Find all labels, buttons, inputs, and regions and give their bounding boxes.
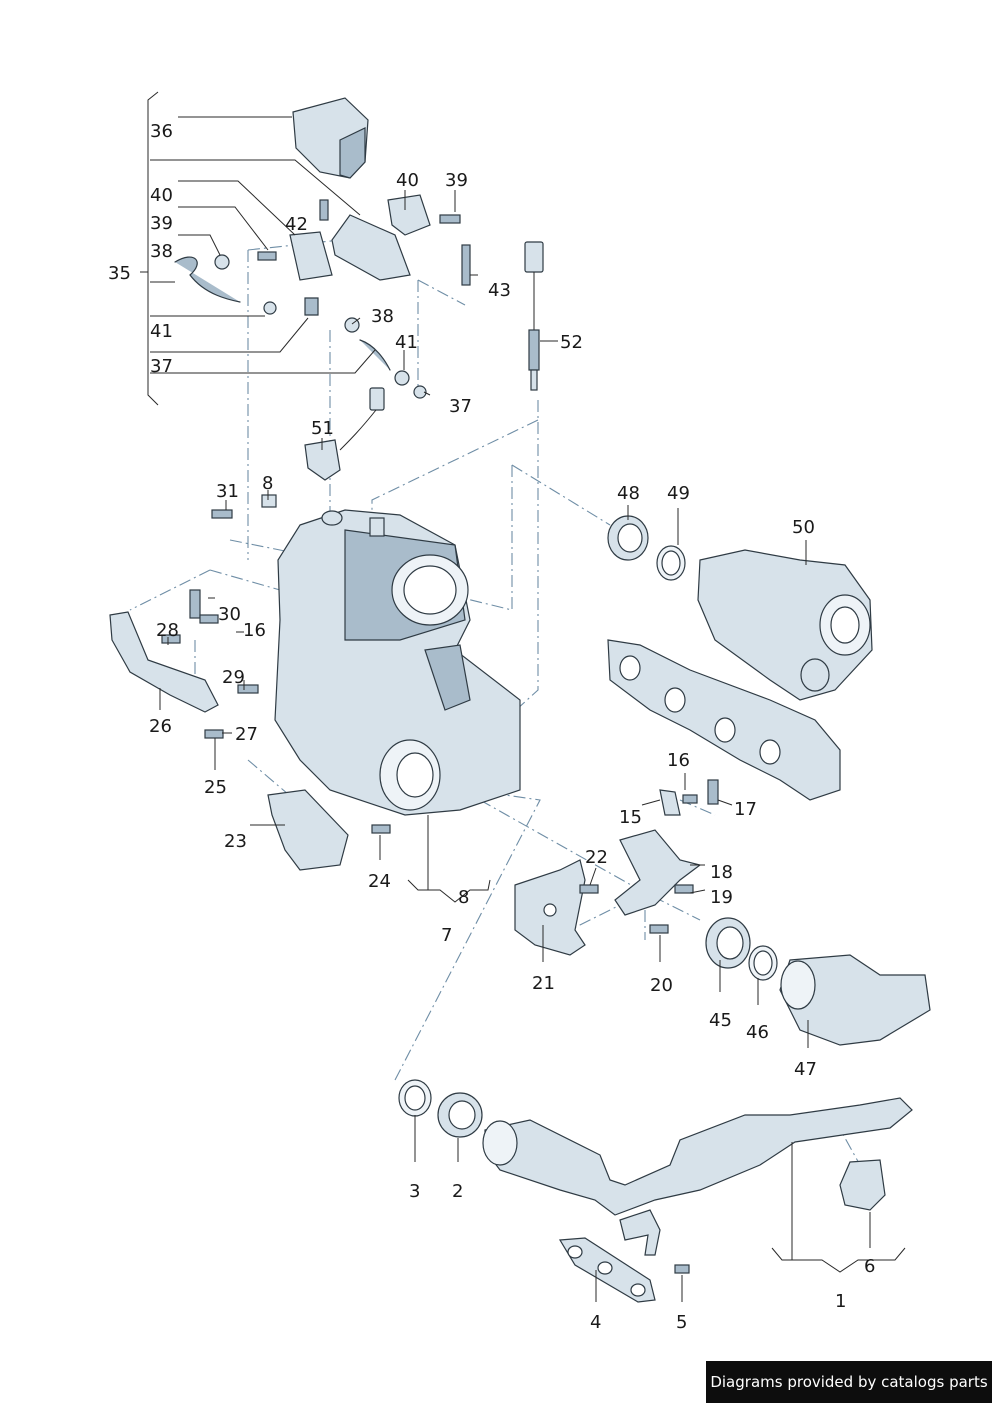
- label-43: 43: [488, 280, 511, 301]
- small-bolts: [161, 494, 694, 1274]
- label-38b: 38: [371, 306, 394, 327]
- label-2: 2: [452, 1181, 463, 1202]
- label-22: 22: [585, 847, 608, 868]
- label-46: 46: [746, 1022, 769, 1043]
- label-39: 39: [150, 213, 173, 234]
- part-52-sensor: [524, 241, 544, 391]
- label-37b: 37: [449, 396, 472, 417]
- label-40: 40: [150, 185, 173, 206]
- part-36-cover: [292, 97, 369, 179]
- label-8-top: 8: [262, 473, 273, 494]
- label-8-bottom: 8: [458, 887, 469, 908]
- label-1: 1: [835, 1291, 846, 1312]
- label-21: 21: [532, 973, 555, 994]
- leader-lines: [140, 91, 906, 1302]
- label-51: 51: [311, 418, 334, 439]
- label-30: 30: [218, 604, 241, 625]
- label-38: 38: [150, 241, 173, 262]
- part-50-turbocharger-manifold: [607, 549, 873, 801]
- label-40b: 40: [396, 170, 419, 191]
- label-5: 5: [676, 1312, 687, 1333]
- part-7-particulate-filter: [274, 509, 521, 816]
- label-26: 26: [149, 716, 172, 737]
- label-25: 25: [204, 777, 227, 798]
- label-50: 50: [792, 517, 815, 538]
- part-6-bracket: [839, 1159, 886, 1211]
- label-15: 15: [619, 807, 642, 828]
- part-47-catalytic-converter: [779, 954, 931, 1046]
- label-4: 4: [590, 1312, 601, 1333]
- callout-labels: 36 40 39 38 35 41 37 42 40 39 43 52 38 4…: [108, 121, 875, 1333]
- label-35: 35: [108, 263, 131, 284]
- footer-credit: Diagrams provided by catalogs parts: [706, 1361, 992, 1403]
- label-16-right: 16: [667, 750, 690, 771]
- label-23: 23: [224, 831, 247, 852]
- label-3: 3: [409, 1181, 420, 1202]
- label-19: 19: [710, 887, 733, 908]
- label-41b: 41: [395, 332, 418, 353]
- label-18: 18: [710, 862, 733, 883]
- label-6: 6: [864, 1256, 875, 1277]
- part-48-clamp: [607, 515, 649, 561]
- part-2-3-clamp-gasket: [398, 1079, 483, 1138]
- label-16-left: 16: [243, 620, 266, 641]
- part-4-gasket: [558, 1237, 656, 1303]
- part-49-gasket: [656, 545, 686, 581]
- part-1-exhaust-pipe: [482, 1097, 913, 1256]
- label-27: 27: [235, 724, 258, 745]
- label-31: 31: [216, 481, 239, 502]
- label-37: 37: [150, 356, 173, 377]
- label-42: 42: [285, 214, 308, 235]
- part-15-18-brackets: [614, 779, 719, 916]
- part-51-sensor: [304, 387, 385, 481]
- part-23-bracket: [267, 789, 349, 871]
- label-39b: 39: [445, 170, 468, 191]
- label-36: 36: [150, 121, 173, 142]
- label-41: 41: [150, 321, 173, 342]
- label-20: 20: [650, 975, 673, 996]
- label-29: 29: [222, 667, 245, 688]
- label-17: 17: [734, 799, 757, 820]
- part-26-bracket: [109, 611, 219, 713]
- label-28: 28: [156, 620, 179, 641]
- label-52: 52: [560, 332, 583, 353]
- part-45-46-clamp-gasket: [705, 917, 778, 981]
- label-24: 24: [368, 871, 391, 892]
- label-48: 48: [617, 483, 640, 504]
- label-7: 7: [441, 925, 452, 946]
- part-35-bracket-assembly: [174, 194, 471, 399]
- label-45: 45: [709, 1010, 732, 1031]
- part-21-bracket: [514, 859, 586, 956]
- label-47: 47: [794, 1059, 817, 1080]
- label-49: 49: [667, 483, 690, 504]
